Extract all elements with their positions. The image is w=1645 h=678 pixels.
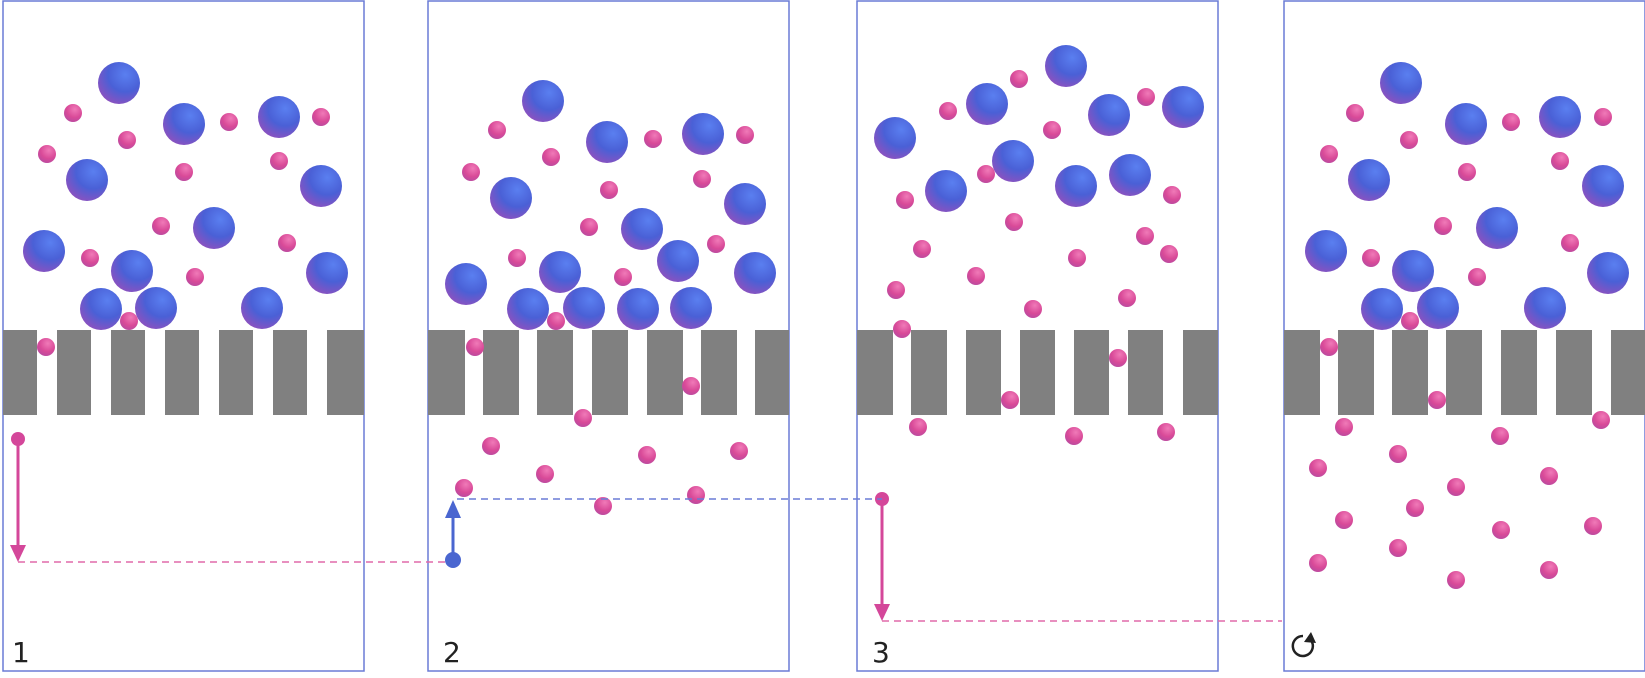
membrane (857, 330, 1218, 415)
connector-lines (18, 498, 1282, 622)
membrane (1284, 330, 1645, 415)
small-particles (1309, 104, 1612, 589)
large-particles (874, 45, 1204, 212)
panel-2: 2 (427, 0, 790, 672)
cycle-arrow-icon (1291, 632, 1316, 658)
membrane (428, 330, 789, 415)
membrane (3, 330, 364, 415)
panel-number: 3 (872, 636, 890, 669)
panel-number: 1 (12, 636, 30, 669)
panel-3: 3 (856, 0, 1219, 672)
panel-4 (1283, 0, 1645, 672)
large-particles (1305, 62, 1629, 330)
large-particles (23, 62, 348, 330)
small-particles (887, 70, 1181, 445)
arrow-up (445, 500, 461, 568)
small-particles (37, 104, 330, 356)
arrow-down (874, 492, 890, 621)
arrow-down (10, 432, 26, 562)
panel-1: 1 (2, 0, 365, 672)
small-particles (455, 121, 754, 515)
large-particles (445, 80, 776, 330)
panel-number: 2 (443, 636, 461, 669)
